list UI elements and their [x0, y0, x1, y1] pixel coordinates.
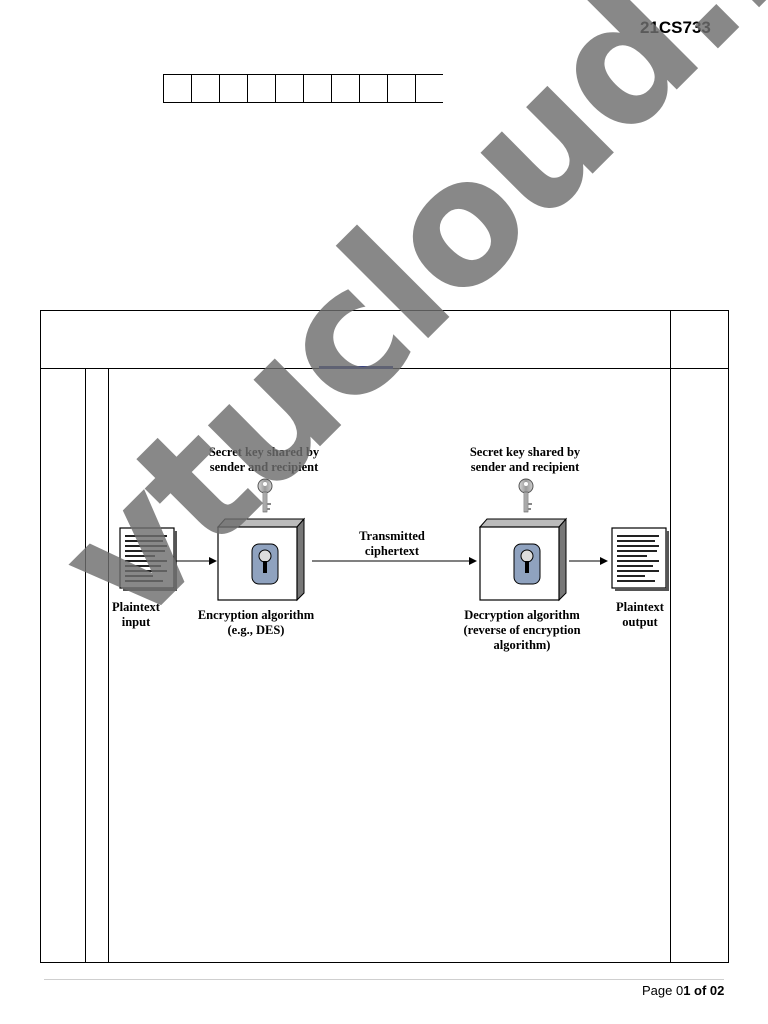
usn-box[interactable]: [275, 74, 304, 103]
page-number-prefix: Page 0: [642, 983, 684, 998]
secret-key-icon: [257, 478, 273, 513]
encryption-lock-box-icon: [216, 517, 306, 602]
decryption-label-line2: (reverse of encryption: [463, 623, 580, 637]
plaintext-input-label-line2: input: [122, 615, 151, 629]
subject-code: 21CS733: [640, 18, 711, 37]
usn-box[interactable]: [415, 74, 443, 103]
usn-box[interactable]: [359, 74, 388, 103]
decryption-label-line3: algorithm): [494, 638, 551, 652]
plaintext-input-document-icon: [119, 527, 177, 591]
page-number: Page 01 of 02: [642, 983, 724, 998]
usn-box[interactable]: [387, 74, 416, 103]
decryption-lock-box-icon: [478, 517, 568, 602]
header-underline: [319, 366, 393, 369]
encryption-label-line2: (e.g., DES): [228, 623, 285, 637]
usn-box[interactable]: [219, 74, 248, 103]
key-label-left-line1: Secret key shared by: [209, 445, 320, 459]
plaintext-output-label-line1: Plaintext: [616, 600, 665, 614]
table-column-divider: [85, 369, 86, 963]
transmitted-label-line2: ciphertext: [365, 544, 420, 558]
question-table: [40, 310, 729, 963]
usn-box[interactable]: [303, 74, 332, 103]
usn-box[interactable]: [331, 74, 360, 103]
symmetric-encryption-diagram: Secret key shared by sender and recipien…: [112, 445, 669, 652]
transmitted-label-line1: Transmitted: [359, 529, 425, 543]
plaintext-output-label-line2: output: [622, 615, 658, 629]
footer-divider: [44, 979, 724, 980]
plaintext-output-document-icon: [611, 527, 669, 591]
table-column-divider: [670, 310, 671, 963]
decryption-label-line1: Decryption algorithm: [464, 608, 580, 622]
usn-box[interactable]: [191, 74, 220, 103]
secret-key-icon: [518, 478, 534, 513]
key-label-right-line1: Secret key shared by: [470, 445, 581, 459]
encryption-label-line1: Encryption algorithm: [198, 608, 315, 622]
page-number-suffix: 1 of 02: [683, 983, 725, 998]
key-label-left-line2: sender and recipient: [210, 460, 319, 474]
plaintext-input-label-line1: Plaintext: [112, 600, 161, 614]
table-column-divider: [108, 369, 109, 963]
key-label-right-line2: sender and recipient: [471, 460, 580, 474]
usn-box[interactable]: [163, 74, 192, 103]
usn-boxes: [163, 74, 443, 103]
usn-box[interactable]: [247, 74, 276, 103]
